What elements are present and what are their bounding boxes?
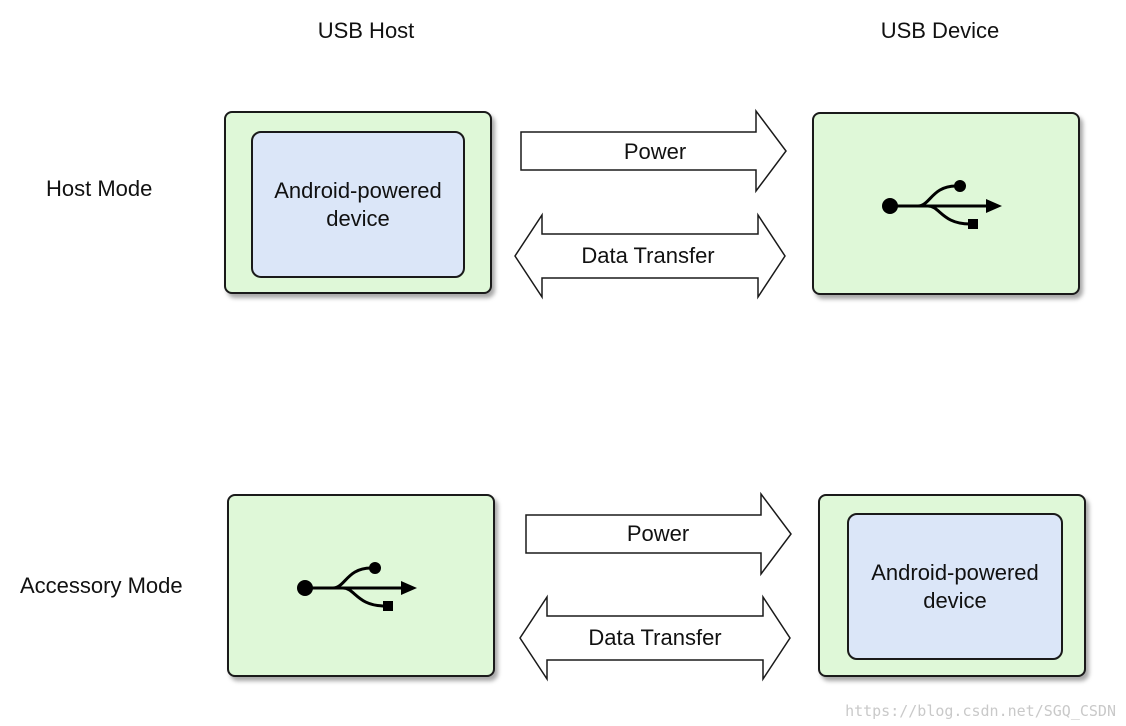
data-transfer-label: Data Transfer: [581, 243, 715, 268]
android-powered-device-box: Android-powered device: [847, 513, 1063, 660]
row-title-host-mode: Host Mode: [46, 176, 153, 201]
data-transfer-label: Data Transfer: [588, 625, 722, 650]
android-powered-device-box: Android-powered device: [251, 131, 465, 278]
usb-icon: [297, 562, 417, 611]
power-arrow-right: [525, 491, 792, 577]
column-title-usb-host: USB Host: [317, 18, 415, 43]
watermark: https://blog.csdn.net/SGQ_CSDN: [845, 702, 1116, 720]
accessory-mode-usb-host-box: [227, 494, 495, 677]
data-transfer-arrow-bidirectional: [514, 212, 786, 300]
power-label: Power: [626, 521, 690, 546]
power-label: Power: [623, 139, 687, 164]
host-mode-usb-host-box: Android-powered device: [224, 111, 492, 294]
column-title-usb-device: USB Device: [880, 18, 1000, 43]
row-title-accessory-mode: Accessory Mode: [20, 573, 183, 598]
host-mode-usb-device-box: [812, 112, 1080, 295]
accessory-mode-usb-device-box: Android-powered device: [818, 494, 1086, 677]
data-transfer-arrow-bidirectional: [519, 594, 791, 682]
power-arrow-right: [520, 108, 787, 194]
usb-icon: [882, 180, 1002, 229]
